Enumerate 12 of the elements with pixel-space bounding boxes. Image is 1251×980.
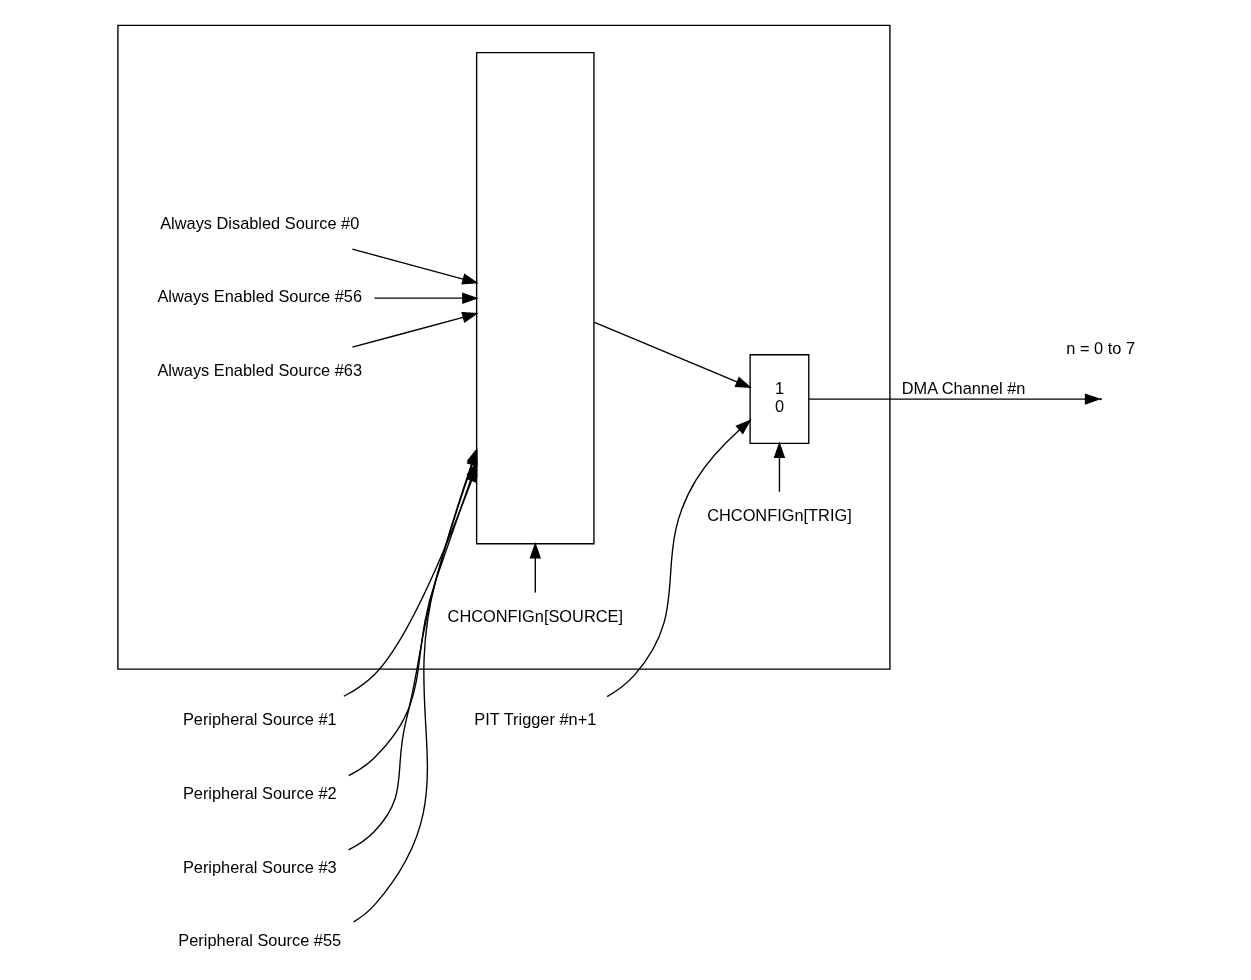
node-text: Always Enabled Source #63 <box>156 360 362 379</box>
node-text: CHCONFIGn[SOURCE] <box>447 606 623 625</box>
node-text: Peripheral Source #3 <box>182 857 337 876</box>
node-text: PIT Trigger #n+1 <box>473 709 596 728</box>
node-text: Peripheral Source #2 <box>182 783 337 802</box>
label: n = 0 to 7 <box>1065 338 1135 357</box>
node-text: CHCONFIGn[TRIG] <box>706 505 852 524</box>
node-text: Always Disabled Source #0 <box>159 213 359 232</box>
node-text: Peripheral Source #1 <box>182 709 337 728</box>
node-text: Always Enabled Source #56 <box>156 286 362 305</box>
node-text: Peripheral Source #55 <box>177 930 341 949</box>
edge-label: DMA Channel #n <box>901 378 1025 397</box>
